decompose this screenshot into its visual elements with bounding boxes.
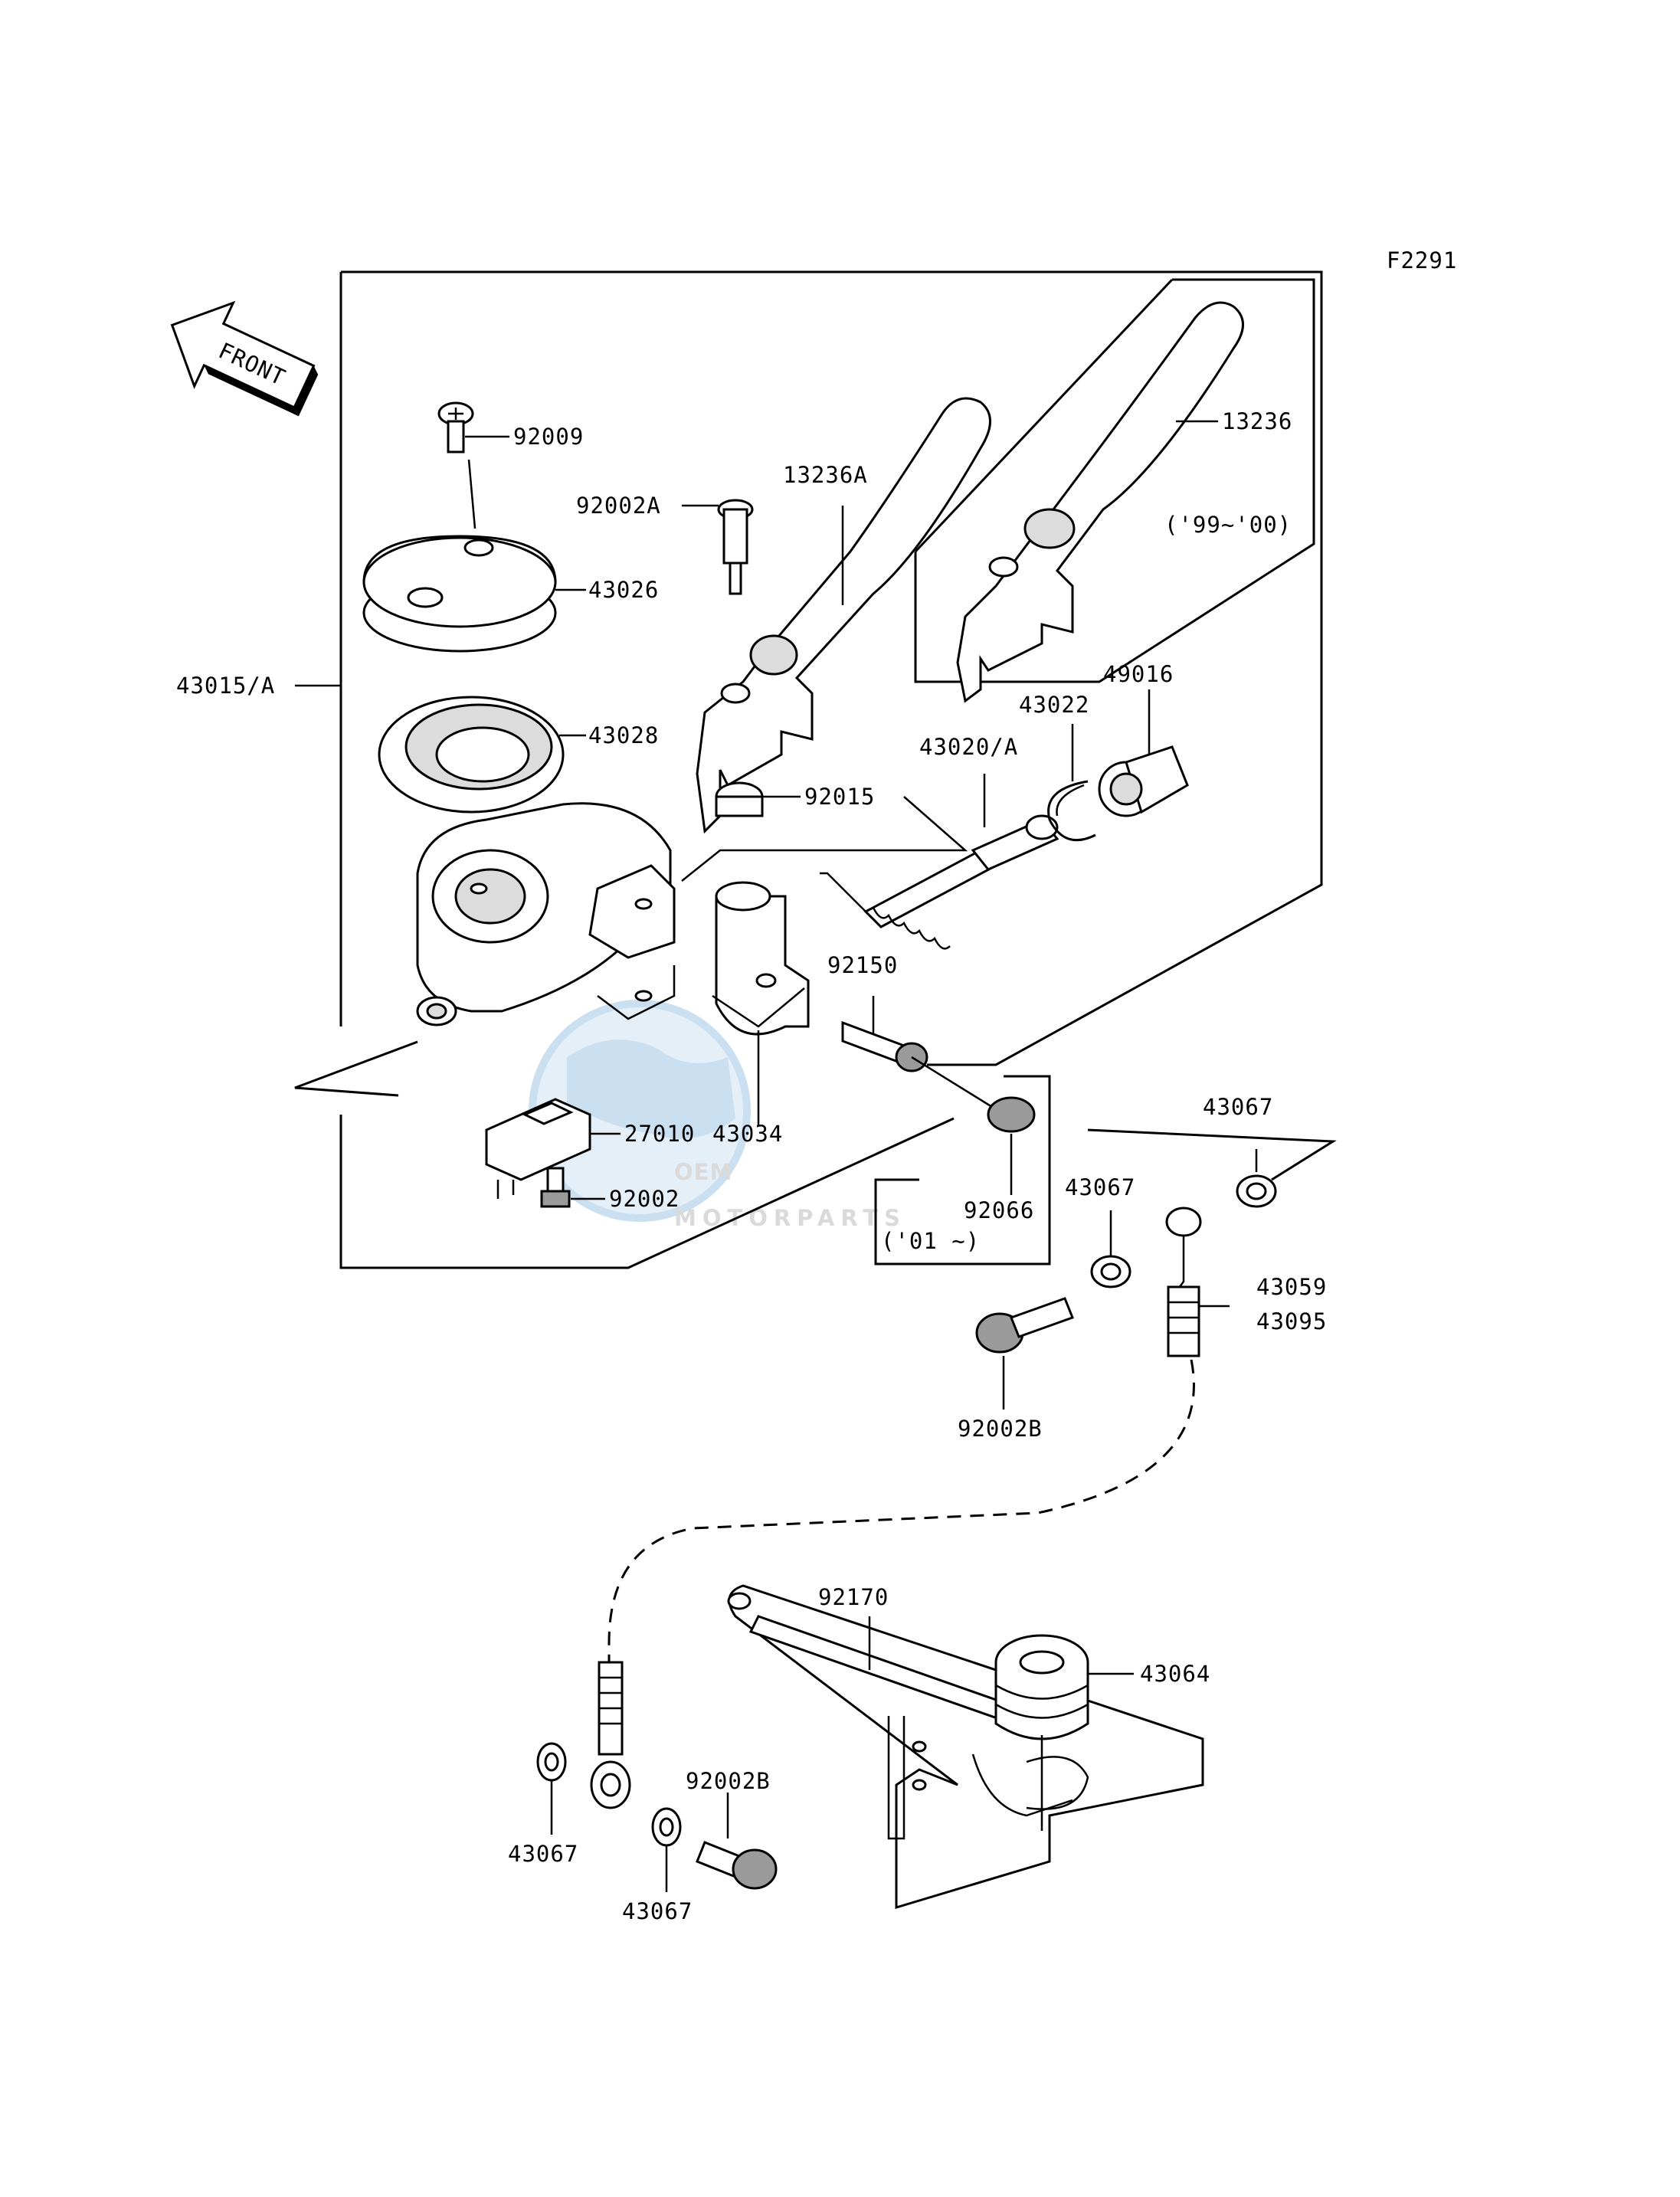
brake-hose	[607, 1359, 1195, 1666]
assembly-outline	[341, 270, 1323, 1066]
watermark: OEM MOTORPARTS	[529, 1000, 906, 1231]
nut-92015	[715, 781, 801, 817]
grommet-43064	[994, 1634, 1134, 1831]
hose-end-lower	[590, 1661, 631, 1809]
label-43067-c: 43067	[508, 1841, 578, 1867]
master-cylinder-body	[416, 796, 968, 1026]
label-92009: 92009	[513, 424, 584, 450]
circlip-43022	[1047, 724, 1096, 842]
label-92002B-b: 92002B	[686, 1768, 771, 1794]
figure-code: F2291	[1387, 247, 1457, 273]
label-43028: 43028	[588, 722, 659, 748]
label-43064: 43064	[1140, 1661, 1210, 1687]
label-43067-a: 43067	[1203, 1094, 1273, 1120]
piston-43020A	[863, 774, 1059, 950]
bracket-92170	[727, 1584, 1204, 1910]
label-92002A: 92002A	[576, 493, 661, 519]
label-43095: 43095	[1256, 1308, 1327, 1334]
diaphragm-43028	[378, 696, 586, 814]
clamp-43034	[712, 881, 810, 1126]
bolt-92002A	[682, 499, 754, 595]
washer-43067-b	[1090, 1210, 1131, 1288]
lever-13236	[956, 301, 1244, 703]
label-92002: 92002	[609, 1186, 680, 1212]
watermark-sub: MOTORPARTS	[674, 1205, 906, 1231]
label-43020A: 43020/A	[919, 734, 1018, 760]
cap-92066	[987, 1096, 1036, 1195]
label-92002B-a: 92002B	[958, 1416, 1043, 1442]
boot-49016	[1098, 689, 1189, 817]
label-13236: 13236	[1222, 408, 1292, 434]
label-43034: 43034	[712, 1121, 783, 1147]
bolt-92002B-b	[696, 1793, 778, 1890]
watermark-brand: OEM	[674, 1159, 732, 1185]
label-13236A: 13236A	[783, 462, 868, 488]
lever-13236A	[696, 397, 991, 834]
label-43067-b: 43067	[1065, 1174, 1135, 1200]
washer-43067-a	[1236, 1149, 1277, 1208]
label-92015: 92015	[804, 784, 875, 810]
label-92150: 92150	[827, 952, 898, 978]
label-year-01: ('01 ~)	[881, 1228, 980, 1254]
switch-27010	[485, 1098, 621, 1199]
label-43067-d: 43067	[622, 1898, 693, 1924]
reservoir-cap-43026	[362, 535, 586, 653]
label-92066: 92066	[964, 1197, 1034, 1223]
label-27010: 27010	[624, 1121, 695, 1147]
label-43026: 43026	[588, 577, 659, 603]
label-92170: 92170	[818, 1584, 889, 1610]
bolt-92002B-a	[975, 1297, 1074, 1410]
lever-variant-box	[914, 278, 1315, 683]
label-49016: 49016	[1103, 661, 1174, 687]
label-year-99-00: ('99~'00)	[1164, 512, 1292, 538]
screw-92009	[437, 401, 509, 529]
bolt-92150	[841, 996, 993, 1108]
washer-43067-d	[651, 1807, 682, 1892]
label-43059: 43059	[1256, 1274, 1327, 1300]
hose-fitting-43059	[1165, 1207, 1230, 1357]
washer-43067-c	[536, 1742, 567, 1835]
label-43022: 43022	[1019, 692, 1089, 718]
label-43015A: 43015/A	[176, 673, 275, 699]
cap-variant-box	[874, 1075, 1051, 1265]
front-arrow-icon: FRONT	[170, 300, 319, 417]
screw-92002	[540, 1167, 605, 1208]
